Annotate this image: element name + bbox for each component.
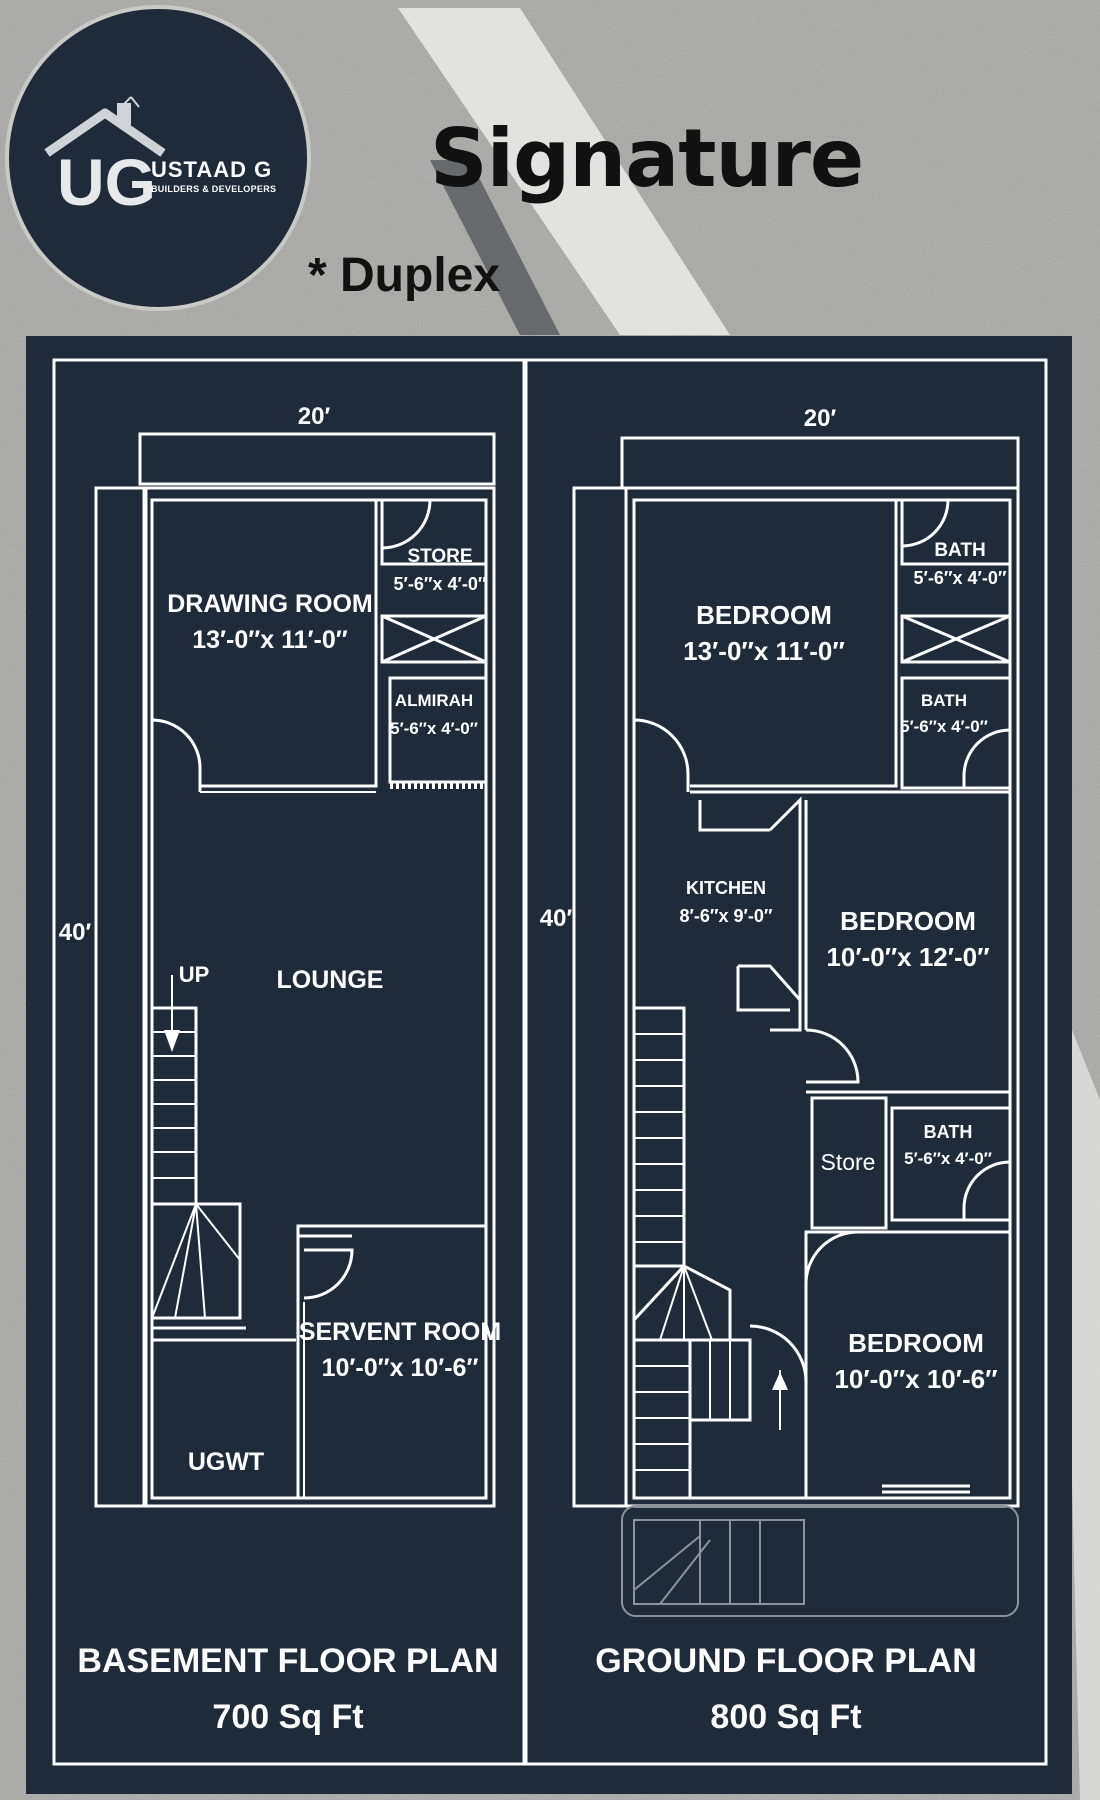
basement-footer-area: 700 Sq Ft [212, 1698, 363, 1736]
basement-depth-label: 40′ [59, 919, 92, 946]
page-title: Signature [430, 112, 864, 205]
ground-footer-title: GROUND FLOOR PLAN [595, 1642, 977, 1680]
house-monogram-icon: UG [44, 96, 166, 219]
kitchen-size: 8′-6″x 9′-0″ [680, 906, 773, 926]
store-label: STORE [407, 546, 472, 567]
drawing-room-wall [200, 500, 378, 788]
front-porch [621, 1505, 1019, 1617]
bedroom-1-size: 13′-0″x 11′-0″ [683, 636, 845, 666]
up-label: UP [179, 962, 210, 987]
ground-panel [524, 358, 1048, 1766]
drawing-room-label: DRAWING ROOM [167, 590, 373, 618]
bath-2-size: 5′-6″x 4′-0″ [900, 717, 988, 736]
store-size: 5′-6″x 4′-0″ [394, 574, 487, 594]
bedroom-1-label: BEDROOM [696, 600, 832, 630]
brand-name: USTAAD G [151, 157, 273, 182]
bath-1-label: BATH [934, 540, 985, 561]
basement-width-label: 20′ [298, 403, 331, 430]
brand-logo: UG USTAAD G BUILDERS & DEVELOPERS [5, 5, 311, 311]
bedroom-1-door [633, 718, 690, 792]
bath-2-label: BATH [921, 691, 967, 710]
ground-width-label: 20′ [804, 405, 837, 432]
almirah-size: 5′-6″x 4′-0″ [390, 719, 478, 738]
basement-outer-wall [142, 486, 496, 1508]
bedroom-2-door [805, 1028, 860, 1084]
bedroom-2-size: 10′-0″x 12′-0″ [826, 942, 989, 972]
bedroom-2-label: BEDROOM [840, 906, 976, 936]
svg-text:UG: UG [57, 145, 156, 219]
basement-depth-dim-bar [94, 486, 148, 1508]
drawing-room-size: 13′-0″x 11′-0″ [192, 626, 348, 654]
basement-footer-title: BASEMENT FLOOR PLAN [77, 1642, 498, 1680]
bath-1-size: 5′-6″x 4′-0″ [914, 568, 1007, 588]
ground-depth-label: 40′ [540, 905, 573, 932]
bedroom-3-label: BEDROOM [848, 1328, 984, 1358]
almirah-label: ALMIRAH [395, 691, 473, 710]
ugwt-label: UGWT [188, 1448, 264, 1476]
light-stripe [398, 8, 730, 335]
ground-shaft [900, 614, 1012, 664]
kitchen-label: KITCHEN [686, 878, 766, 898]
shaft [380, 614, 488, 664]
bath-3 [890, 1106, 1012, 1222]
bedroom-3-size: 10′-0″x 10′-6″ [834, 1364, 997, 1394]
page-subtitle: * Duplex [308, 249, 501, 302]
bath-3-label: BATH [924, 1122, 973, 1142]
ground-store [810, 1096, 888, 1230]
ground-footer-area: 800 Sq Ft [710, 1698, 861, 1736]
servent-room-size: 10′-0″x 10′-6″ [322, 1354, 479, 1382]
ground-store-label: Store [821, 1149, 876, 1175]
ground-inner-wall [632, 498, 1012, 1500]
dark-stripe [430, 160, 560, 335]
bath-3-size: 5′-6″x 4′-0″ [904, 1149, 992, 1168]
brand-tagline: BUILDERS & DEVELOPERS [151, 184, 277, 194]
almirah-room [388, 676, 488, 784]
servent-room-wall [296, 1224, 486, 1498]
plan-board [26, 336, 1072, 1794]
kitchen-counter [698, 800, 770, 832]
basement-panel [52, 358, 526, 1766]
basement-inner-wall [150, 498, 488, 1500]
bedroom-3-door [804, 1230, 859, 1285]
bedroom-1-wall [690, 500, 898, 788]
servent-room-door [303, 1248, 354, 1300]
ground-plan [572, 436, 1020, 1617]
bath-2 [900, 676, 1012, 790]
lounge-label: LOUNGE [277, 966, 384, 994]
drawing-room-door [151, 718, 202, 792]
servent-room-label: SERVENT ROOM [299, 1318, 501, 1346]
basement-width-dim-bar [138, 432, 496, 486]
basement-plan [94, 432, 496, 1508]
